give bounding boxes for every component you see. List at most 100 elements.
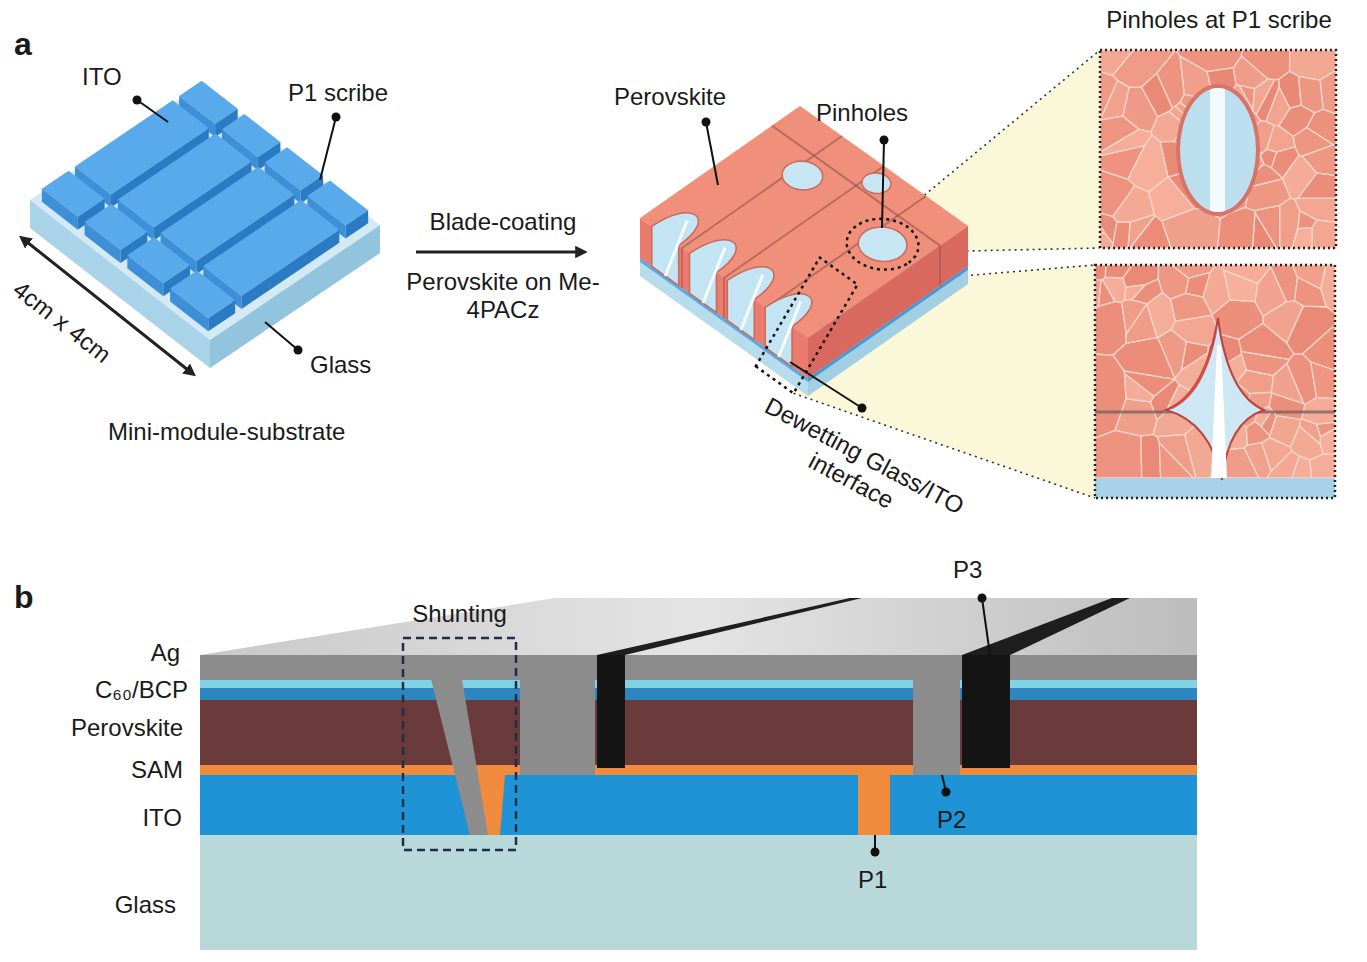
p2-contact bbox=[520, 655, 595, 775]
leader-dot bbox=[880, 136, 889, 145]
perovskite-grain bbox=[1312, 220, 1336, 248]
perovskite-grain bbox=[1311, 362, 1335, 399]
p3-trench bbox=[597, 598, 862, 655]
perovskite-grain bbox=[1253, 79, 1275, 114]
leader-dot bbox=[332, 113, 341, 122]
part-caption: Mini-module-substrate bbox=[108, 418, 345, 446]
box-heading: Pinholes at P1 scribe bbox=[1078, 6, 1360, 34]
leader-line bbox=[265, 322, 298, 350]
process-label: Blade-coating bbox=[430, 208, 577, 236]
scribe-line bbox=[723, 278, 725, 318]
scribe-line bbox=[766, 196, 926, 308]
ito-strip bbox=[42, 189, 78, 230]
part-name: P1 scribe bbox=[288, 79, 388, 107]
perovskite-grain bbox=[1142, 73, 1173, 116]
p1-scribe bbox=[858, 775, 890, 835]
leader-lines bbox=[133, 96, 991, 857]
box-heading: Shunting bbox=[398, 600, 521, 628]
scribe-name: P1 bbox=[858, 866, 887, 894]
leader-dot bbox=[978, 594, 987, 603]
glass-gap bbox=[665, 221, 687, 276]
dewetting-tear bbox=[1166, 318, 1264, 480]
glass-gap bbox=[741, 275, 763, 330]
layer-name: C₆₀/BCP bbox=[95, 676, 188, 704]
ito-strip bbox=[208, 300, 235, 331]
dashed-highlight bbox=[403, 638, 516, 850]
inset-border bbox=[1100, 50, 1336, 248]
leader-dot bbox=[702, 118, 711, 127]
perovskite-grain bbox=[1267, 125, 1295, 152]
part-name: Pinholes bbox=[816, 99, 908, 127]
perovskite-layer bbox=[200, 700, 1197, 765]
leader-dot bbox=[294, 346, 303, 355]
perovskite-grain bbox=[1130, 216, 1171, 248]
perovskite-grain bbox=[1266, 87, 1290, 126]
perovskite-grain bbox=[1095, 265, 1106, 280]
dimension-label: 4cm x 4cm bbox=[8, 275, 116, 368]
perovskite-grain bbox=[1100, 72, 1117, 121]
part-name: ITO bbox=[82, 63, 122, 91]
perovskite-grain bbox=[1157, 434, 1196, 478]
glass-layer bbox=[200, 835, 1197, 950]
perovskite-grain bbox=[1095, 354, 1126, 438]
leader-dot bbox=[942, 788, 951, 797]
process-label: Perovskite on Me-4PACz bbox=[403, 268, 603, 323]
ito-strip bbox=[346, 210, 369, 238]
inset-images bbox=[1095, 50, 1336, 498]
perovskite-grain bbox=[1102, 277, 1125, 303]
pinhole-rim bbox=[1176, 84, 1260, 216]
scribe-name: P2 bbox=[937, 806, 966, 834]
perovskite-grain bbox=[1095, 430, 1142, 478]
layer-name: Glass bbox=[115, 891, 176, 919]
panel-letter: a bbox=[14, 26, 32, 63]
leader-line bbox=[882, 140, 884, 228]
layer-name: Ag bbox=[151, 639, 180, 667]
layer-name: Perovskite bbox=[71, 714, 183, 742]
perovskite-grain bbox=[1299, 76, 1324, 112]
leader-line bbox=[706, 122, 718, 185]
defect-label: Dewetting Glass/ITO interface bbox=[735, 385, 982, 551]
leader-dot bbox=[858, 404, 867, 413]
ito-strip bbox=[170, 289, 208, 332]
perovskite-grain bbox=[1269, 393, 1305, 419]
p3-scribe bbox=[597, 655, 625, 768]
perovskite-grain bbox=[1292, 265, 1326, 289]
pinhole bbox=[782, 161, 823, 190]
c60-layer bbox=[200, 688, 1197, 700]
sam-layer bbox=[200, 765, 1197, 775]
scribe-line bbox=[939, 246, 941, 286]
layer-name: SAM bbox=[131, 756, 183, 784]
ag-layer bbox=[200, 655, 1197, 680]
perovskite-grain bbox=[1292, 228, 1312, 248]
leader-line bbox=[320, 117, 336, 180]
glass-band bbox=[1095, 478, 1335, 498]
perovskite-grain bbox=[1128, 135, 1168, 192]
film-illustration bbox=[640, 106, 968, 396]
perovskite-grain bbox=[1170, 293, 1212, 321]
perovskite-film bbox=[808, 226, 968, 378]
perovskite-grain bbox=[1172, 265, 1216, 278]
curled-flap bbox=[1170, 326, 1218, 410]
leader-line bbox=[790, 362, 862, 408]
leader-line bbox=[982, 598, 990, 655]
perovskite-grain bbox=[1298, 211, 1317, 229]
grain-texture bbox=[1100, 50, 1336, 248]
perovskite-grain bbox=[1100, 170, 1135, 216]
pinhole bbox=[858, 227, 907, 261]
perovskite-grain bbox=[1244, 443, 1271, 478]
p2-contact bbox=[913, 655, 960, 775]
leader-line bbox=[137, 100, 168, 122]
perovskite-grain bbox=[1125, 285, 1146, 300]
part-name: Glass bbox=[310, 351, 371, 379]
glass-gap bbox=[703, 248, 725, 303]
scribe-line bbox=[681, 248, 683, 288]
perovskite-grain bbox=[1122, 300, 1147, 334]
pinhole bbox=[862, 173, 891, 193]
perovskite-grain bbox=[1123, 265, 1158, 287]
perovskite-grain bbox=[1253, 213, 1277, 248]
glass-gap bbox=[779, 302, 801, 357]
panel-letter: b bbox=[14, 579, 34, 616]
leader-dot bbox=[133, 96, 142, 105]
